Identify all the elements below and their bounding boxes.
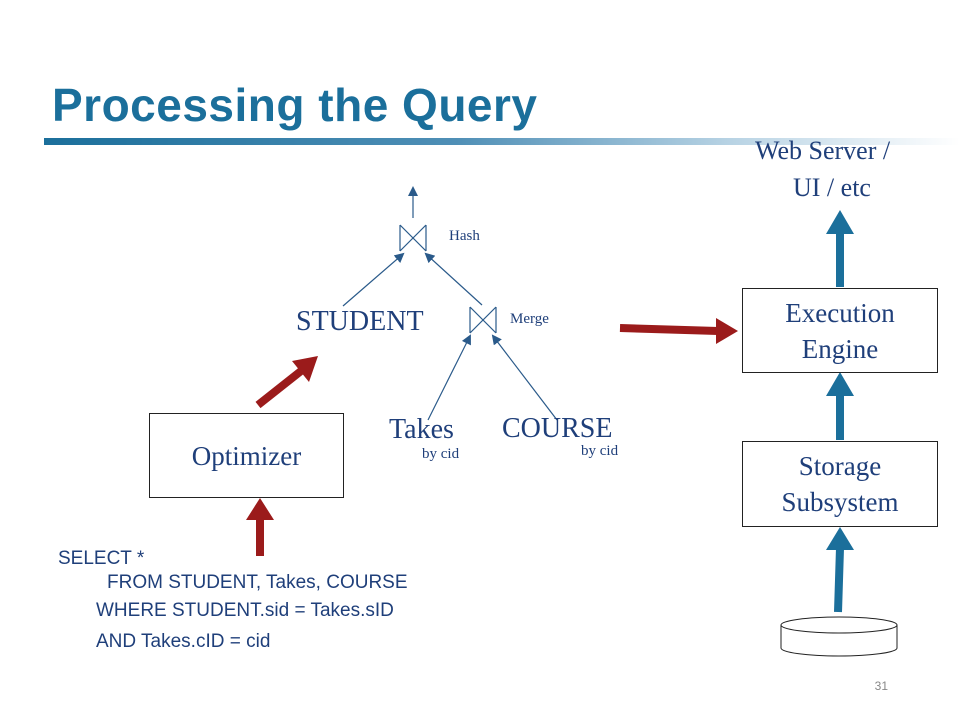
- sql-select-line: SELECT *: [58, 548, 145, 569]
- arrow-optimizer-to-plan: [255, 356, 318, 409]
- storage-line2: Subsystem: [781, 487, 899, 517]
- execution-engine-line1: Execution: [785, 297, 895, 328]
- hash-join-label: Hash: [449, 228, 480, 244]
- optimizer-label: Optimizer: [191, 440, 302, 471]
- web-server-label-line2: UI / etc: [793, 173, 871, 202]
- takes-label: Takes: [389, 414, 454, 445]
- arrow-plan-to-engine: [619, 318, 738, 344]
- title-underline: [44, 138, 960, 145]
- edge-takes-to-merge: [427, 334, 471, 421]
- slide-title: Processing the Query: [52, 79, 538, 131]
- merge-join-icon: [469, 306, 497, 334]
- edge-course-to-merge: [491, 334, 558, 421]
- optimizer-box: Optimizer: [149, 413, 344, 498]
- arrow-query-to-optimizer: [246, 498, 274, 556]
- merge-join-label: Merge: [510, 311, 549, 327]
- edge-student-to-hash: [342, 252, 405, 307]
- storage-subsystem-box: Storage Subsystem: [742, 441, 938, 527]
- student-label: STUDENT: [296, 306, 424, 337]
- execution-engine-box: Execution Engine: [742, 288, 938, 373]
- sql-from-line: FROM STUDENT, Takes, COURSE: [107, 572, 408, 593]
- storage-line1: Storage: [798, 451, 882, 481]
- page-number: 31: [874, 679, 888, 693]
- course-label: COURSE: [502, 413, 613, 444]
- course-sort-label: by cid: [581, 443, 619, 459]
- execution-engine-line2: Engine: [801, 333, 879, 364]
- arrow-engine-to-webserver: [826, 210, 854, 287]
- hash-join-icon: [399, 224, 427, 252]
- sql-and-line: AND Takes.cID = cid: [96, 631, 271, 652]
- sql-where-line: WHERE STUDENT.sid = Takes.sID: [96, 600, 394, 621]
- edge-merge-to-hash: [424, 252, 483, 306]
- arrow-disk-to-storage: [826, 527, 854, 613]
- database-disk-icon: [780, 616, 898, 657]
- takes-sort-label: by cid: [422, 446, 460, 462]
- arrow-storage-to-engine: [826, 372, 854, 440]
- web-server-label-line1: Web Server /: [755, 136, 891, 165]
